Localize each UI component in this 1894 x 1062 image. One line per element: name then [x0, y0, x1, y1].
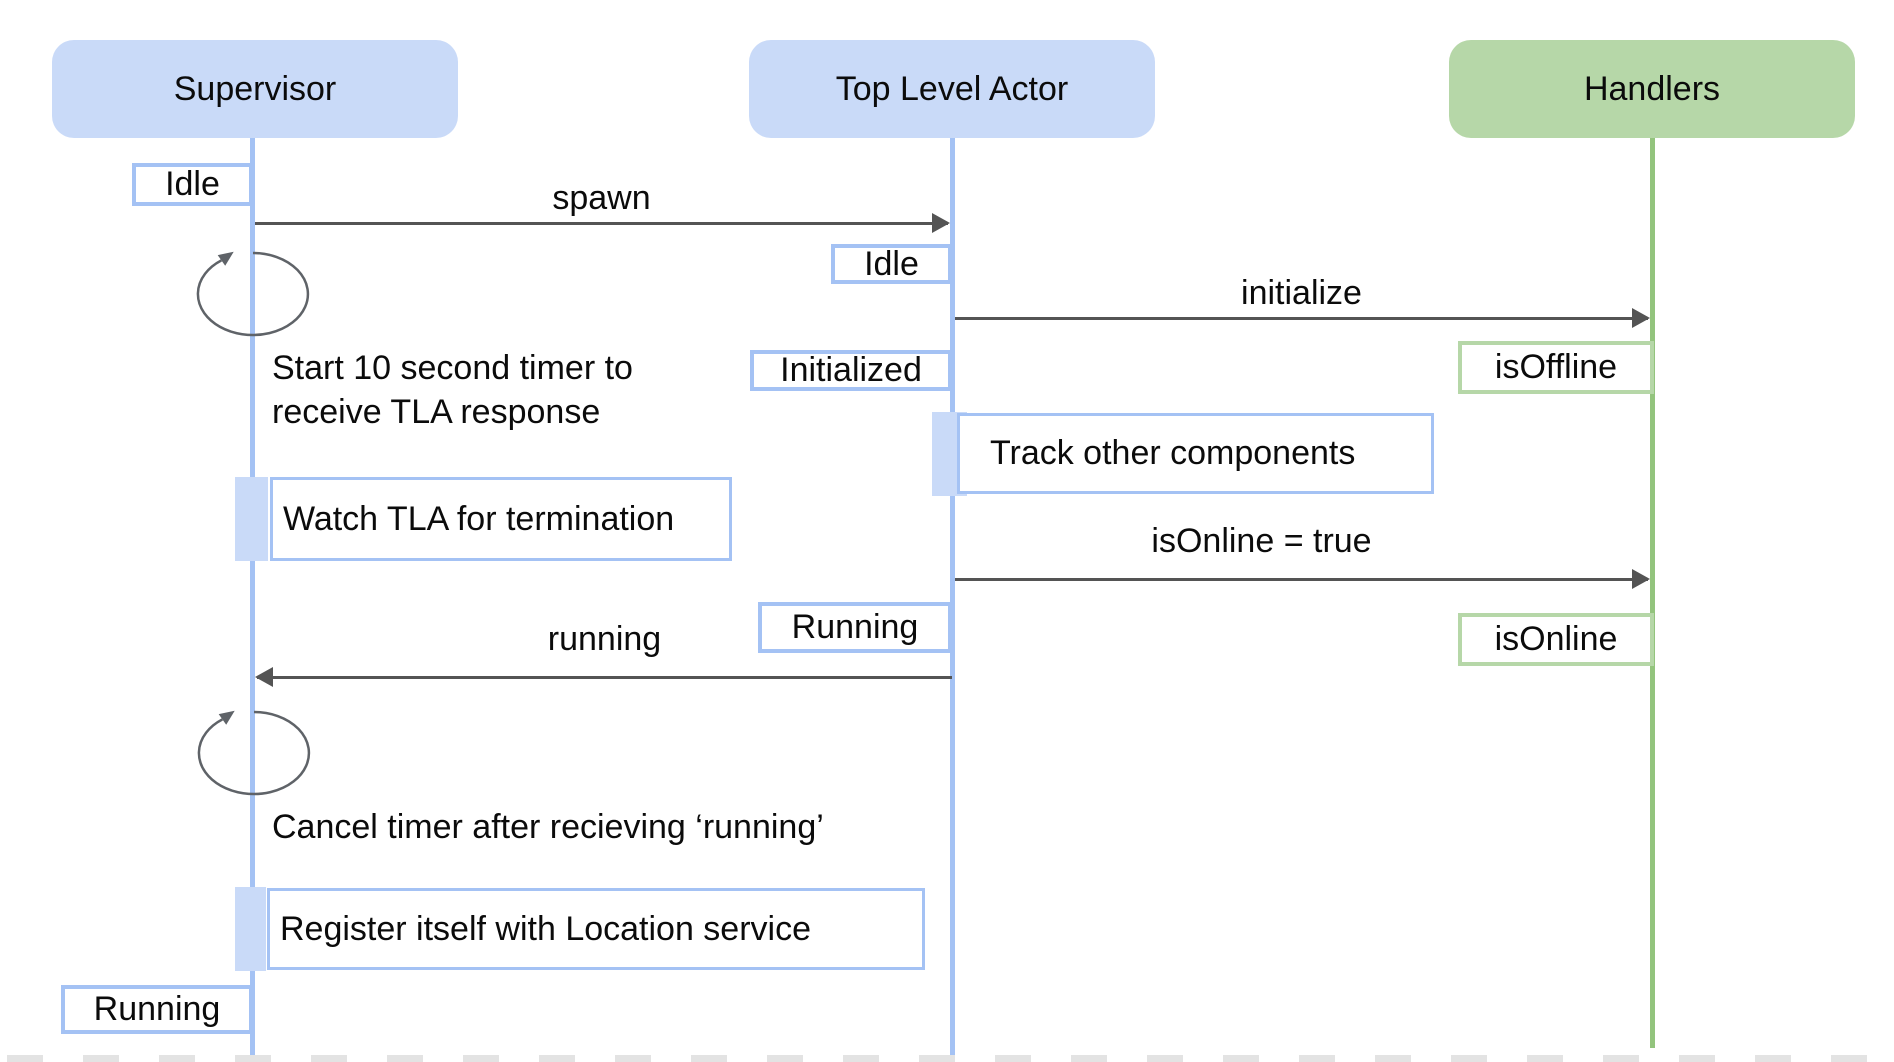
- state-label: Running: [791, 608, 919, 646]
- activity-label-watch-tla: Watch TLA for termination: [283, 499, 675, 538]
- bottom-cutoff-dashes: [0, 1055, 1894, 1062]
- state-box-tla-running: Running: [758, 602, 952, 653]
- self-loop-cancel-icon: [197, 710, 311, 796]
- activation-bar-supervisor-register: [235, 887, 266, 971]
- message-label-running: running: [547, 620, 662, 658]
- arrowhead-left-icon: [255, 667, 273, 687]
- message-label-isonline-true: isOnline = true: [1151, 522, 1372, 560]
- state-label: isOnline: [1494, 620, 1618, 658]
- state-box-tla-initialized: Initialized: [750, 350, 952, 391]
- state-label: Running: [93, 990, 221, 1028]
- state-label: Initialized: [780, 351, 922, 389]
- note-start-timer: Start 10 second timer to receive TLA res…: [272, 346, 633, 434]
- arrow-line: [257, 676, 952, 679]
- actor-label-supervisor: Supervisor: [173, 69, 337, 108]
- loop-arrowhead-icon: [218, 710, 235, 725]
- state-box-handlers-isonline: isOnline: [1458, 613, 1654, 666]
- lifeline-handlers: [1650, 138, 1655, 1048]
- arrow-line: [255, 222, 948, 225]
- message-label-spawn: spawn: [552, 179, 651, 217]
- self-loop-timer-icon: [196, 251, 310, 337]
- activity-box-watch-tla: Watch TLA for termination: [270, 477, 732, 561]
- state-label: Idle: [864, 244, 919, 283]
- message-label-initialize: initialize: [1241, 274, 1362, 312]
- loop-arrowhead-icon: [217, 251, 234, 266]
- activity-label-track-components: Track other components: [990, 434, 1356, 472]
- arrowhead-right-icon: [1632, 569, 1650, 589]
- state-label: Idle: [165, 165, 220, 203]
- lifeline-top-level-actor: [950, 138, 955, 1062]
- state-box-supervisor-idle: Idle: [132, 163, 253, 206]
- arrow-line: [955, 317, 1648, 320]
- note-line: receive TLA response: [272, 393, 601, 431]
- state-box-handlers-isoffline: isOffline: [1458, 341, 1654, 394]
- note-cancel-timer: Cancel timer after recieving ‘running’: [272, 805, 824, 849]
- note-line: Cancel timer after recieving ‘running’: [272, 808, 824, 846]
- activity-box-register-location: Register itself with Location service: [267, 888, 925, 970]
- lifeline-supervisor: [250, 138, 255, 1062]
- arrowhead-right-icon: [932, 213, 950, 233]
- actor-label-top-level-actor: Top Level Actor: [835, 69, 1069, 108]
- arrow-line: [955, 578, 1648, 581]
- state-box-tla-idle: Idle: [831, 244, 952, 284]
- activation-bar-supervisor-watch: [235, 477, 268, 561]
- actor-label-handlers: Handlers: [1583, 69, 1721, 108]
- state-box-supervisor-running: Running: [61, 985, 253, 1034]
- actor-header-top-level-actor: Top Level Actor: [749, 40, 1155, 138]
- activity-label-register-location: Register itself with Location service: [280, 909, 812, 948]
- activity-box-track-components: Track other components: [957, 413, 1434, 494]
- arrowhead-right-icon: [1632, 308, 1650, 328]
- state-label: isOffline: [1494, 348, 1618, 386]
- actor-header-supervisor: Supervisor: [52, 40, 458, 138]
- actor-header-handlers: Handlers: [1449, 40, 1855, 138]
- note-line: Start 10 second timer to: [272, 349, 633, 387]
